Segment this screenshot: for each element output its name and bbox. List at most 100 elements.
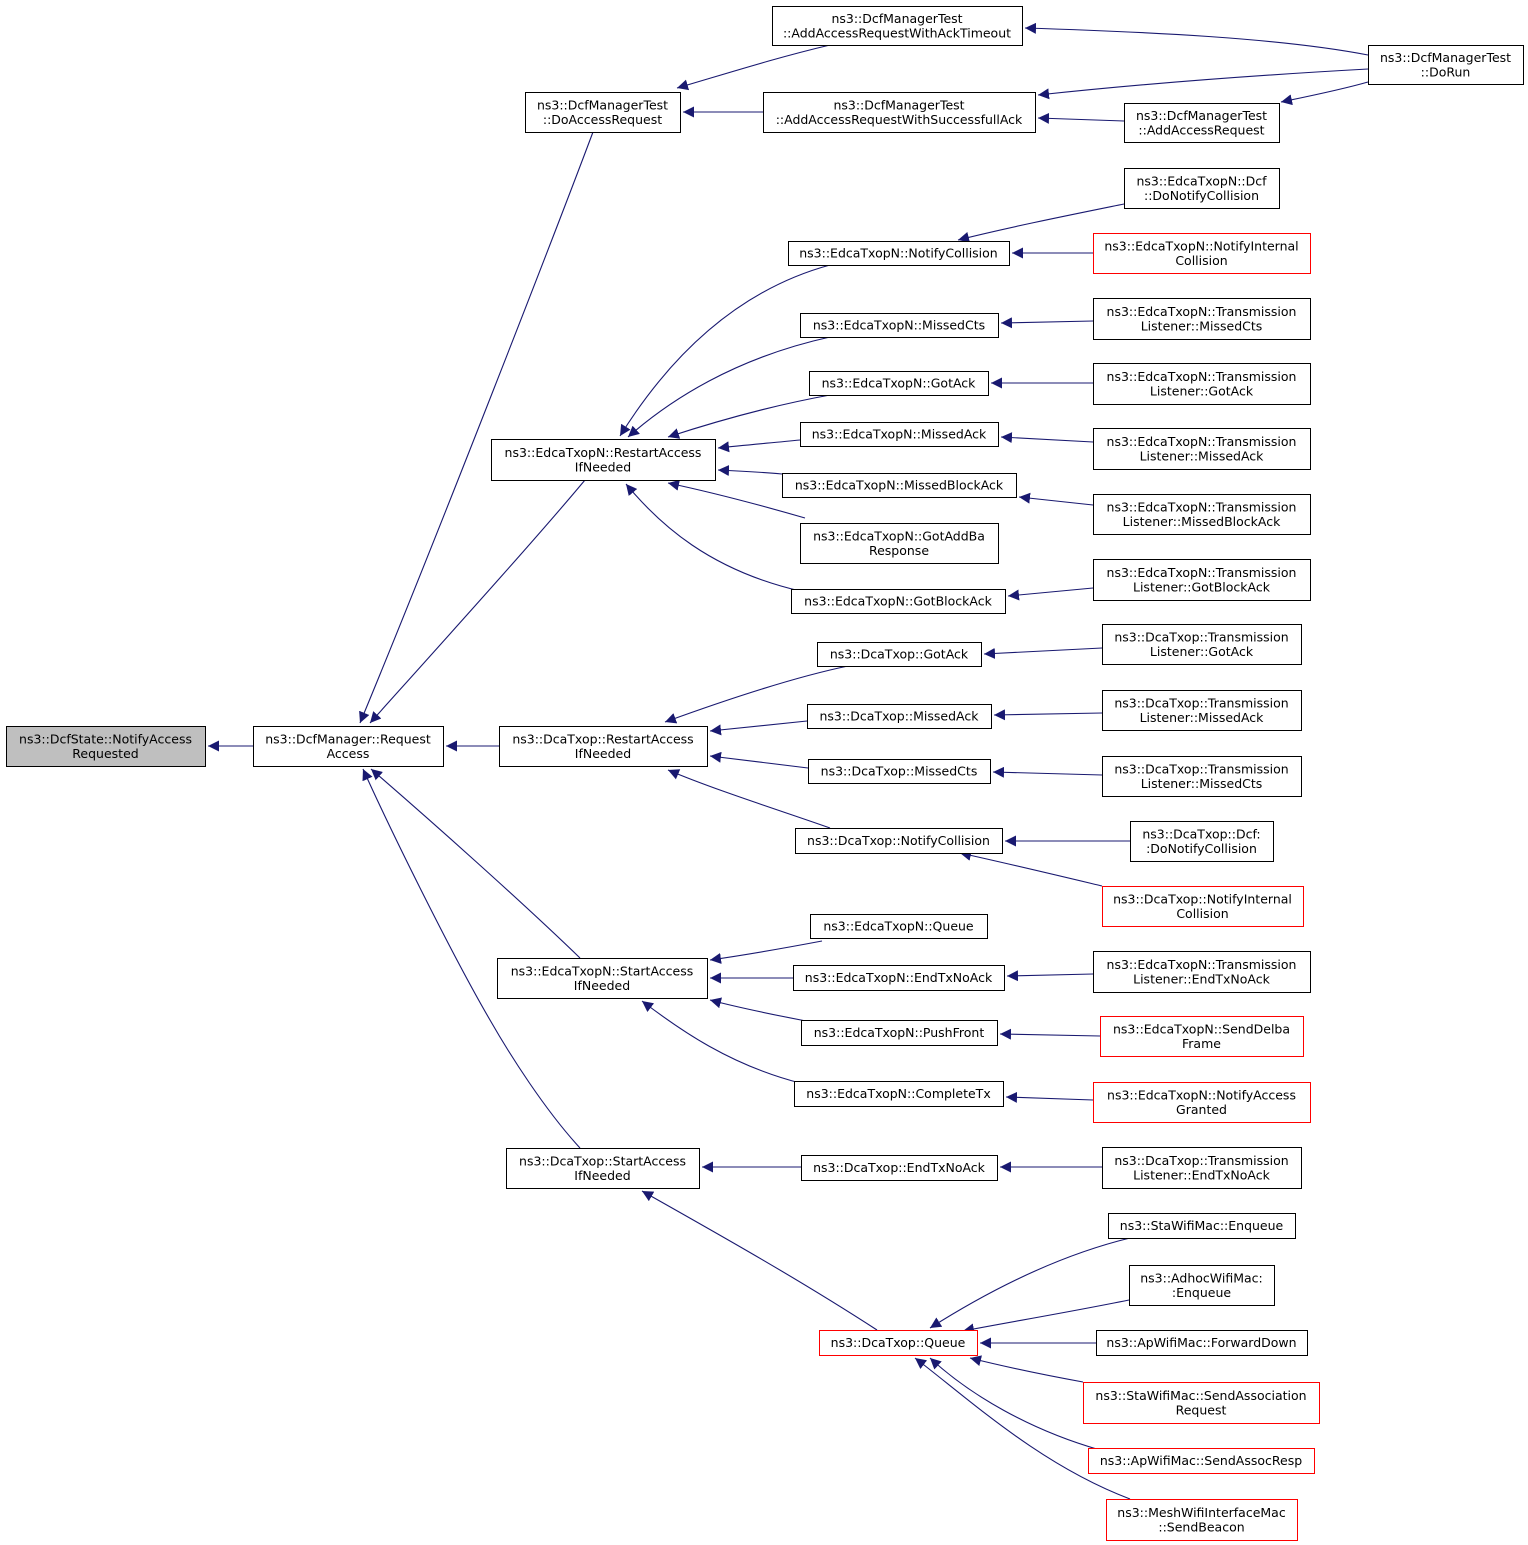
function-node-n36[interactable]: ns3::EdcaTxopN::TransmissionListener::En… (1093, 951, 1311, 993)
node-label: ::SendBeacon (1158, 1519, 1244, 1534)
function-node-n24[interactable]: ns3::DcaTxop::GotAck (817, 642, 982, 667)
function-node-n37[interactable]: ns3::EdcaTxopN::PushFront (801, 1020, 998, 1046)
function-node-n25[interactable]: ns3::DcaTxop::TransmissionListener::GotA… (1102, 624, 1302, 665)
function-node-n50[interactable]: ns3::MeshWifiInterfaceMac::SendBeacon (1106, 1499, 1298, 1541)
function-node-n5[interactable]: ns3::DcfManagerTest::AddAccessRequestWit… (763, 92, 1036, 133)
edge-line (709, 940, 823, 964)
node-label: ns3::AdhocWifiMac: (1140, 1270, 1262, 1285)
function-node-n19[interactable]: ns3::EdcaTxopN::TransmissionListener::Mi… (1093, 494, 1311, 535)
function-node-n26[interactable]: ns3::DcaTxop::MissedAck (807, 704, 992, 729)
function-node-n16[interactable]: ns3::EdcaTxopN::MissedAck (800, 422, 999, 447)
edge-line (1005, 1091, 1094, 1103)
node-label: ns3::EdcaTxopN::GotAddBa (813, 528, 985, 543)
edge-n29-to-n28 (992, 766, 1103, 778)
function-node-n44[interactable]: ns3::DcaTxop::Queue (819, 1330, 978, 1356)
function-node-n29[interactable]: ns3::DcaTxop::TransmissionListener::Miss… (1102, 756, 1302, 797)
function-node-n13[interactable]: ns3::EdcaTxopN::TransmissionListener::Mi… (1093, 298, 1311, 340)
edge-line (983, 647, 1103, 659)
node-label: ns3::DcaTxop::EndTxNoAck (813, 1160, 986, 1175)
edge-n33-to-n2 (370, 768, 581, 959)
node-label: ns3::ApWifiMac::SendAssocResp (1100, 1453, 1302, 1468)
edge-n46-to-n44 (962, 1299, 1130, 1335)
function-node-n18[interactable]: ns3::EdcaTxopN::MissedBlockAck (782, 473, 1017, 498)
node-label: ns3::EdcaTxopN::MissedAck (812, 427, 987, 442)
node-label: ns3::EdcaTxopN::MissedBlockAck (795, 478, 1004, 493)
function-node-n46[interactable]: ns3::AdhocWifiMac::Enqueue (1129, 1265, 1275, 1306)
edge-line (627, 336, 831, 438)
node-label: ns3::DcaTxop::Queue (831, 1335, 966, 1350)
edge-n37-to-n33 (709, 997, 807, 1022)
node-label: Requested (72, 746, 138, 761)
edge-n8-to-n2 (369, 479, 586, 724)
edge-n22-to-n21 (1007, 587, 1094, 601)
function-node-n21[interactable]: ns3::EdcaTxopN::GotBlockAck (791, 589, 1006, 614)
edge-line (957, 203, 1125, 243)
node-label: ns3::EdcaTxopN::Transmission (1107, 499, 1297, 514)
function-node-n45[interactable]: ns3::StaWifiMac::Enqueue (1108, 1213, 1296, 1239)
function-node-n10[interactable]: ns3::EdcaTxopN::Dcf::DoNotifyCollision (1124, 168, 1280, 209)
edge-line (709, 997, 807, 1022)
function-node-n42[interactable]: ns3::DcaTxop::EndTxNoAck (801, 1155, 998, 1181)
edge-n45-to-n44 (929, 1237, 1131, 1329)
edge-line (929, 1237, 1131, 1329)
function-node-n34[interactable]: ns3::EdcaTxopN::Queue (810, 914, 988, 939)
node-box (1083, 1382, 1320, 1424)
node-label: ns3::EdcaTxopN::Transmission (1107, 304, 1297, 319)
edge-line (1018, 492, 1094, 506)
function-node-n14[interactable]: ns3::EdcaTxopN::GotAck (809, 371, 989, 396)
edge-line (619, 264, 831, 437)
edge-n9-to-n8 (619, 264, 831, 437)
node-box (525, 92, 681, 133)
function-node-n43[interactable]: ns3::DcaTxop::TransmissionListener::EndT… (1102, 1147, 1302, 1189)
function-node-n17[interactable]: ns3::EdcaTxopN::TransmissionListener::Mi… (1093, 428, 1311, 470)
edge-n26-to-n23 (709, 720, 808, 736)
node-box (1124, 103, 1280, 143)
node-label: ns3::EdcaTxopN::Queue (823, 919, 974, 934)
node-label: ns3::EdcaTxopN::NotifyCollision (799, 246, 997, 261)
function-node-n28[interactable]: ns3::DcaTxop::MissedCts (808, 759, 991, 784)
node-box (253, 726, 444, 767)
node-box (1093, 233, 1311, 274)
function-node-n47[interactable]: ns3::ApWifiMac::ForwardDown (1096, 1330, 1308, 1356)
node-box (782, 473, 1017, 498)
edge-line (1280, 81, 1369, 106)
edge-line (676, 44, 831, 91)
edge-line (717, 465, 783, 476)
node-label: ns3::DcaTxop::MissedAck (820, 709, 980, 724)
function-node-n27[interactable]: ns3::DcaTxop::TransmissionListener::Miss… (1102, 690, 1302, 731)
function-node-n39[interactable]: ns3::EdcaTxopN::CompleteTx (794, 1081, 1004, 1107)
node-box (1124, 168, 1280, 209)
function-node-n3[interactable]: ns3::DcfManagerTest::DoAccessRequest (525, 92, 681, 133)
function-node-n15[interactable]: ns3::EdcaTxopN::TransmissionListener::Go… (1093, 363, 1311, 405)
function-node-n6[interactable]: ns3::DcfManagerTest::DoRun (1368, 45, 1524, 85)
function-node-n22[interactable]: ns3::EdcaTxopN::TransmissionListener::Go… (1093, 559, 1311, 601)
node-label: ns3::DcaTxop::NotifyCollision (807, 833, 990, 848)
edge-n38-to-n37 (999, 1028, 1101, 1040)
function-node-n9[interactable]: ns3::EdcaTxopN::NotifyCollision (788, 241, 1010, 266)
function-node-n12[interactable]: ns3::EdcaTxopN::MissedCts (800, 313, 999, 338)
function-node-n4[interactable]: ns3::DcfManagerTest::AddAccessRequestWit… (772, 6, 1023, 46)
node-box (794, 1081, 1004, 1107)
function-node-n35[interactable]: ns3::EdcaTxopN::EndTxNoAck (793, 965, 1005, 991)
function-node-n7[interactable]: ns3::DcfManagerTest::AddAccessRequest (1124, 103, 1280, 143)
edge-line (1037, 68, 1369, 100)
function-node-n31[interactable]: ns3::DcaTxop::Dcf::DoNotifyCollision (1130, 821, 1274, 862)
node-box (817, 642, 982, 667)
function-node-n30[interactable]: ns3::DcaTxop::NotifyCollision (795, 828, 1003, 854)
function-node-n49[interactable]: ns3::ApWifiMac::SendAssocResp (1088, 1448, 1315, 1474)
node-box (810, 914, 988, 939)
edge-n28-to-n23 (709, 751, 809, 769)
